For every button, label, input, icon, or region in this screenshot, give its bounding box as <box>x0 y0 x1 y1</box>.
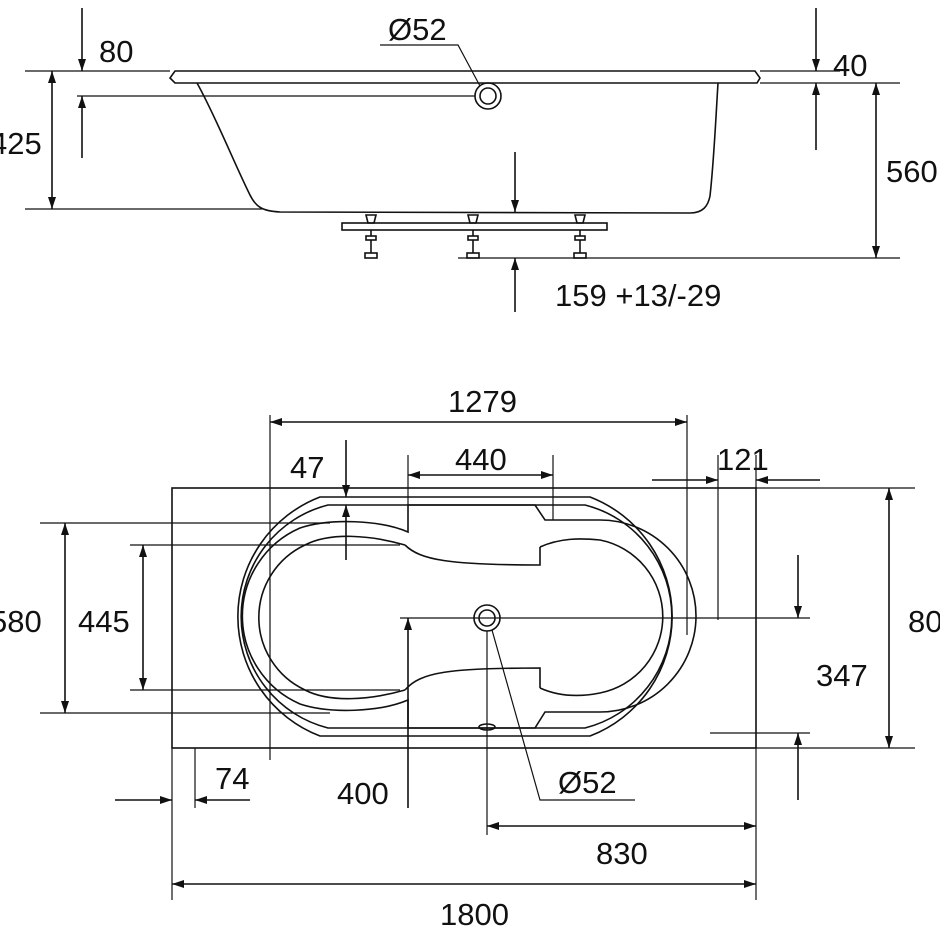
tub-side-body <box>196 82 719 214</box>
side-rim-offset-label: 80 <box>99 34 133 69</box>
side-rim-thickness-label: 40 <box>833 48 867 83</box>
tub-rim-edge <box>240 504 673 729</box>
basin-contour-mid-bottom <box>404 667 541 691</box>
drain-from-end-label: 830 <box>596 836 648 871</box>
side-drain-diameter-label: Ø52 <box>388 12 447 47</box>
support-frame <box>341 222 608 231</box>
side-view: Ø52 80 425 40 560 159 +13/-29 <box>0 8 938 313</box>
tub-side-rim <box>168 70 761 84</box>
tub-basin-upper <box>241 504 697 729</box>
support-feet <box>364 214 587 259</box>
side-depth-label: 425 <box>0 126 42 161</box>
overflow-outer <box>474 82 502 110</box>
inner-length-label: 1279 <box>448 384 517 419</box>
edge-offset-label: 74 <box>215 761 249 796</box>
tub-outer-rim <box>237 496 673 737</box>
end-offset-label: 121 <box>717 442 769 477</box>
drain-offset-y-label: 347 <box>816 658 868 693</box>
overall-length-label: 1800 <box>440 897 509 932</box>
overall-width-label: 800 <box>908 604 940 639</box>
basin-contour-right <box>539 538 664 697</box>
basin-contour-mid-top <box>404 544 541 566</box>
basin-width-label: 445 <box>78 604 130 639</box>
side-feet-adjustment-label: 159 +13/-29 <box>555 278 721 313</box>
overflow-inner <box>479 87 497 105</box>
drain-from-inner-label: 400 <box>337 776 389 811</box>
basin-contour-left <box>258 535 406 700</box>
inner-width-label: 580 <box>0 604 42 639</box>
top-view: 1279 47 440 121 580 445 800 347 74 400 Ø… <box>0 384 940 932</box>
side-height-label: 560 <box>886 154 938 189</box>
headrest-offset-label: 47 <box>290 450 324 485</box>
top-drain-diameter-label: Ø52 <box>558 765 617 800</box>
center-section-label: 440 <box>455 442 507 477</box>
